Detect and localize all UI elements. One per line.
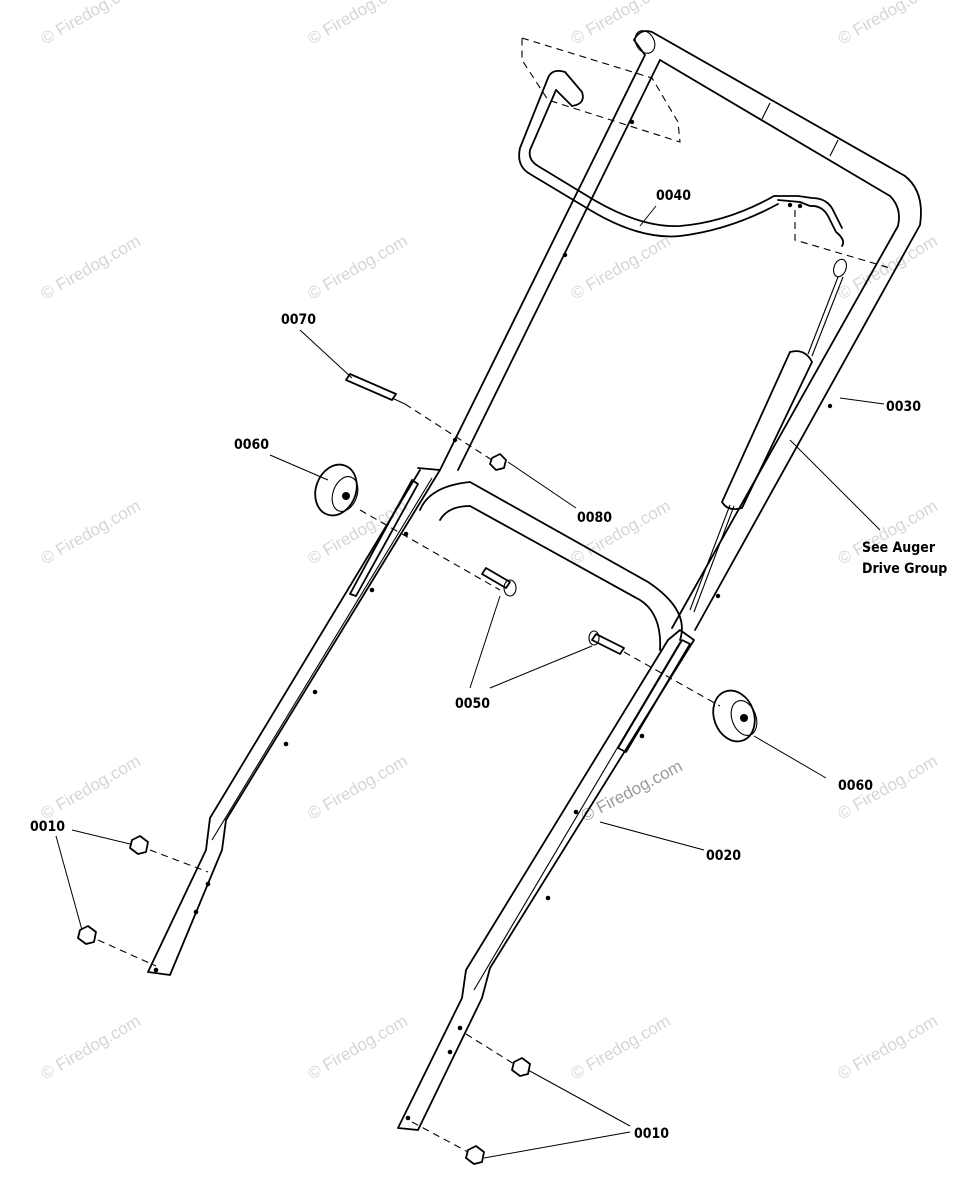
- callout-0030: 0030: [886, 399, 921, 415]
- callout-0050: 0050: [455, 696, 490, 712]
- callout-0080: 0080: [577, 510, 612, 526]
- note-see-auger-line2: Drive Group: [862, 561, 947, 577]
- watermark: © Firedog.com: [38, 1011, 144, 1083]
- carriage-bolt-0050: [481, 567, 721, 707]
- knob-0060-right: [712, 689, 758, 743]
- carriage-bolt-0070: [345, 373, 496, 463]
- knob-0060-left: [314, 463, 501, 591]
- watermark: © Firedog.com: [305, 1011, 411, 1083]
- watermark: © Firedog.com: [305, 231, 411, 303]
- auger-cable: [689, 258, 847, 613]
- watermark: © Firedog.com: [305, 751, 411, 823]
- watermark: © Firedog.com: [38, 751, 144, 823]
- watermark: © Firedog.com: [38, 231, 144, 303]
- callout-0060-right: 0060: [838, 778, 873, 794]
- watermark: © Firedog.com: [305, 0, 411, 48]
- control-lever-0040: [518, 69, 891, 269]
- watermark: © Firedog.com: [835, 0, 941, 48]
- note-see-auger-line1: See Auger: [862, 540, 936, 556]
- lower-handle-0020: [147, 467, 695, 1131]
- watermark: © Firedog.com: [38, 496, 144, 568]
- callout-0070: 0070: [281, 312, 316, 328]
- watermark: © Firedog.com: [835, 496, 941, 568]
- callout-0010-left: 0010: [30, 819, 65, 835]
- callout-0020: 0020: [706, 848, 741, 864]
- nut-0080: [489, 453, 507, 471]
- watermark: © Firedog.com: [568, 231, 674, 303]
- bolts-0010: [77, 835, 531, 1165]
- watermark: © Firedog.com: [568, 0, 674, 48]
- watermark: © Firedog.com: [835, 1011, 941, 1083]
- callout-0060-left: 0060: [234, 437, 269, 453]
- watermark: © Firedog.com: [38, 0, 144, 48]
- callouts: 0040 0070 0030 0060 0080 See Auger Drive…: [30, 188, 947, 1142]
- reference-outline: [521, 37, 681, 143]
- watermark: © Firedog.com: [568, 1011, 674, 1083]
- watermark: © Firedog.com: [578, 756, 686, 825]
- leader-lines: [55, 205, 885, 1159]
- callout-0010-right: 0010: [634, 1126, 669, 1142]
- watermark: © Firedog.com: [568, 496, 674, 568]
- callout-0040: 0040: [656, 188, 691, 204]
- watermark: © Firedog.com: [305, 496, 411, 568]
- upper-handle-0030: [439, 30, 922, 631]
